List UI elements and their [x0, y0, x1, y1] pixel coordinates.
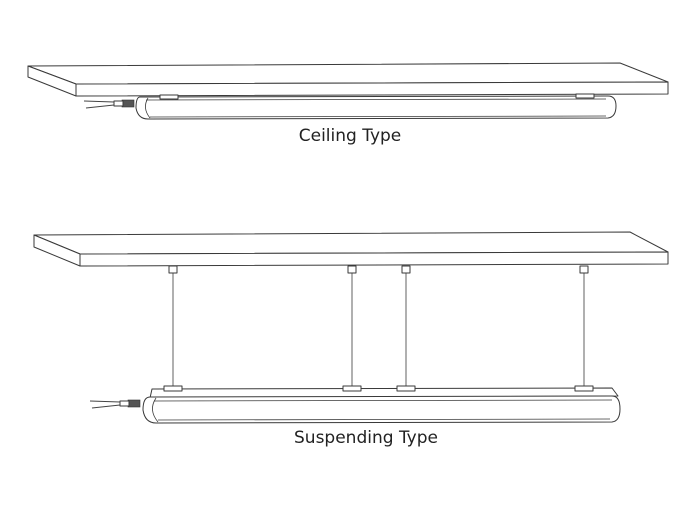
ceiling-power-cable [83, 100, 115, 109]
ceiling-type-illustration [27, 62, 669, 120]
suspended-luminaire [119, 385, 621, 424]
suspension-wires [172, 273, 585, 387]
suspending-ceiling-board [33, 231, 669, 267]
ceiling-board [27, 62, 669, 97]
suspending-power-cable [89, 400, 121, 409]
ceiling-luminaire [113, 93, 617, 120]
suspending-type-caption: Suspending Type [294, 428, 438, 448]
ceiling-type-caption: Ceiling Type [298, 126, 402, 146]
suspending-type-illustration [33, 231, 669, 424]
ceiling-canopies [168, 265, 589, 274]
